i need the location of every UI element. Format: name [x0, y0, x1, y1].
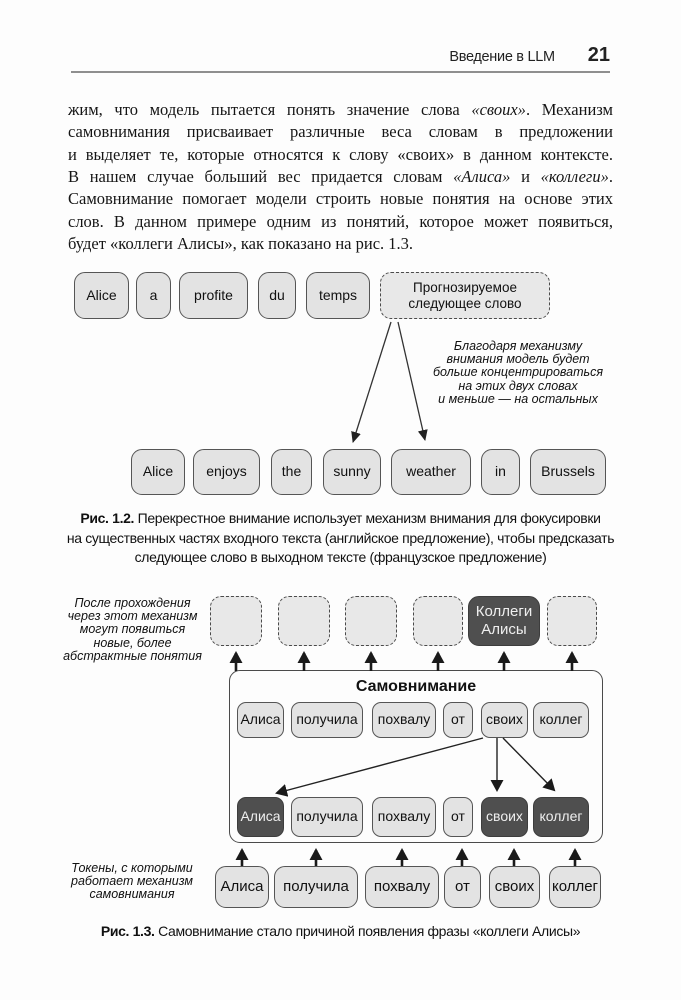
concept-placeholder-box [278, 596, 330, 646]
token-box-highlighted: своих [481, 797, 528, 837]
token-box: от [444, 866, 481, 908]
paragraph-line: и выделяет те, которые относятся к слову… [68, 144, 613, 164]
fig12-caption: Рис. 1.2. Перекрестное внимание использу… [66, 510, 615, 565]
paragraph-line: будет «коллеги Алисы», как показано на р… [68, 234, 414, 254]
page-number: 21 [587, 44, 610, 66]
paragraph-line: Самовнимание помогает модели строить нов… [68, 189, 613, 209]
token-box: получила [274, 866, 358, 908]
token-box: получила [291, 702, 363, 738]
token-box: Alice [74, 272, 129, 319]
paragraph-line: В нашем случае больший вес придается сло… [68, 167, 613, 187]
running-title: Введение в LLM [449, 49, 555, 65]
fig13-input-arrows [235, 848, 582, 866]
token-box: от [443, 702, 473, 738]
token-box: своих [481, 702, 528, 738]
token-box: in [481, 449, 520, 495]
token-box: enjoys [193, 449, 260, 495]
paragraph-line: самовнимания присваивает различные веса … [68, 122, 613, 142]
token-box: temps [306, 272, 370, 319]
fig13-caption-label: Рис. 1.3. [100, 923, 155, 939]
page-header: Введение в LLM 21 [71, 44, 610, 67]
concept-placeholder-box [413, 596, 463, 646]
token-box: коллег [549, 866, 601, 908]
token-box: своих [489, 866, 540, 908]
fig12-attention-arrows [351, 321, 428, 443]
fig13-annotation-top: После прохождения через этот механизм мо… [63, 596, 202, 663]
fig13-caption: Рис. 1.3. Самовнимание стало причиной по… [100, 923, 581, 939]
token-box: похвалу [365, 866, 439, 908]
token-box-highlighted: Алиса [237, 797, 284, 837]
token-box: du [258, 272, 296, 319]
concept-box-kollegi-alisy: Коллеги Алисы [468, 596, 540, 646]
paragraph-line: жим, что модель пытается понять значение… [68, 100, 613, 119]
concept-placeholder-box [547, 596, 597, 646]
paragraph-line: слов. В данном примере одним из понятий,… [68, 211, 613, 231]
token-box: Brussels [530, 449, 606, 495]
token-box: похвалу [372, 702, 436, 738]
concept-placeholder-box [210, 596, 262, 646]
self-attention-title: Самовнимание [355, 678, 477, 695]
body-paragraph: жим, что модель пытается понять значение… [68, 99, 613, 255]
token-box: похвалу [372, 797, 436, 837]
fig12-annotation: Благодаря механизму внимания модель буде… [432, 339, 604, 406]
token-box: Алиса [215, 866, 269, 908]
token-box: a [136, 272, 171, 319]
concept-placeholder-box [345, 596, 397, 646]
token-box: sunny [323, 449, 381, 495]
predicted-word-box: Прогнозируемое следующее слово [380, 272, 550, 319]
fig13-output-arrows [229, 651, 579, 671]
token-box: weather [391, 449, 471, 495]
token-box: от [443, 797, 473, 837]
token-box: Алиса [237, 702, 284, 738]
fig13-annotation-bottom: Токены, с которыми работает механизм сам… [71, 861, 193, 902]
token-box: the [271, 449, 312, 495]
header-rule [71, 71, 610, 73]
token-box: Alice [131, 449, 185, 495]
fig12-caption-label: Рис. 1.2. [80, 510, 135, 526]
token-box: коллег [533, 702, 589, 738]
token-box-highlighted: коллег [533, 797, 589, 837]
token-box: получила [291, 797, 363, 837]
token-box: profite [179, 272, 248, 319]
